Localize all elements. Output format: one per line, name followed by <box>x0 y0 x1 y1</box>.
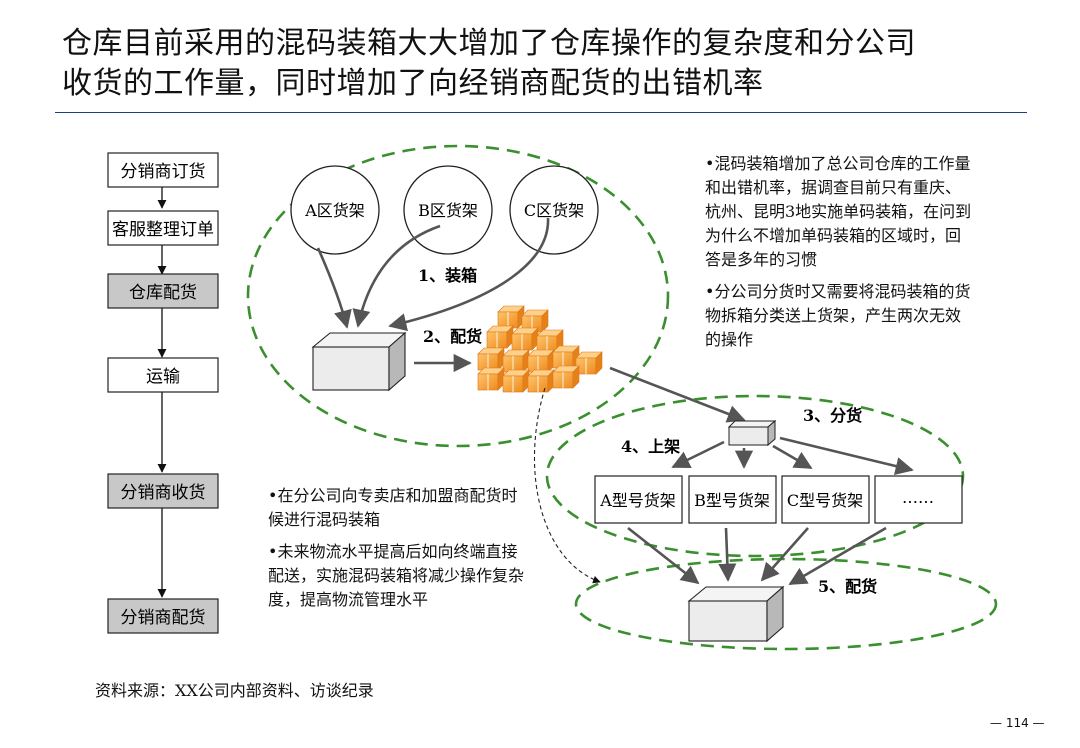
warehouse-shelves: A区货架 B区货架 C区货架 <box>291 166 598 254</box>
page-number: — 114 — <box>990 716 1045 730</box>
note-right-item: 混码装箱增加了总公司仓库的工作量和出错机率，据调查目前只有重庆、杭州、昆明3地实… <box>705 152 975 272</box>
packing-arrow-a <box>318 248 347 327</box>
note-bottom-item: 未来物流水平提高后如向终端直接配送，实施混码装箱将减少操作复杂度，提高物流管理水… <box>268 540 530 612</box>
shelving-arrow-a <box>673 442 724 467</box>
process-step-transport: 运输 <box>146 367 180 387</box>
step-label-sorting: 3、分货 <box>803 406 862 425</box>
warehouse-box <box>313 333 405 390</box>
shelf-label-a: A区货架 <box>304 201 365 220</box>
transport-arrow <box>610 368 744 420</box>
note-bottom-item: 在分公司向专卖店和加盟商配货时候进行混码装箱 <box>268 484 530 532</box>
outbound-box <box>689 587 783 641</box>
model-shelves: A型号货架 B型号货架 C型号货架 …… <box>595 476 962 523</box>
process-step-picking: 仓库配货 <box>129 283 197 303</box>
shelving-arrow-c <box>773 446 811 468</box>
note-right: 混码装箱增加了总公司仓库的工作量和出错机率，据调查目前只有重庆、杭州、昆明3地实… <box>705 152 975 360</box>
carton-pile <box>478 306 602 392</box>
model-shelf-label-b: B型号货架 <box>694 491 770 510</box>
process-step-order: 分销商订货 <box>121 162 206 182</box>
shelf-label-c: C区货架 <box>524 201 584 220</box>
model-shelf-label-a: A型号货架 <box>599 491 676 510</box>
model-shelf-label-c: C型号货架 <box>787 491 863 510</box>
step-label-picking: 2、配货 <box>423 327 482 346</box>
shelf-label-b: B区货架 <box>418 201 478 220</box>
process-step-receive: 分销商收货 <box>121 483 206 503</box>
model-shelf-label-more: …… <box>902 488 934 507</box>
step-label-shelving: 4、上架 <box>621 437 680 456</box>
direct-delivery-dashed-arrow <box>534 388 600 582</box>
process-step-distribute: 分销商配货 <box>121 608 206 628</box>
distribution-arrow-a <box>628 528 698 583</box>
step-label-distribution: 5、配货 <box>818 577 877 596</box>
process-step-service: 客服整理订单 <box>112 220 214 240</box>
distribution-arrow-more <box>790 528 886 584</box>
shelving-arrow-more <box>780 438 912 470</box>
process-flow: 分销商订货 客服整理订单 仓库配货 运输 分销商收货 分销商配货 <box>108 153 218 633</box>
note-right-item: 分公司分货时又需要将混码装箱的货物拆箱分类送上货架，产生两次无效的操作 <box>705 280 975 352</box>
distribution-zone-ellipse <box>576 559 996 649</box>
sorting-box <box>729 421 775 445</box>
step-label-packing: 1、装箱 <box>418 266 477 285</box>
distribution-arrow-b <box>726 528 728 580</box>
source-note: 资料来源：XX公司内部资料、访谈纪录 <box>95 677 374 701</box>
note-bottom: 在分公司向专卖店和加盟商配货时候进行混码装箱 未来物流水平提高后如向终端直接配送… <box>268 484 530 620</box>
